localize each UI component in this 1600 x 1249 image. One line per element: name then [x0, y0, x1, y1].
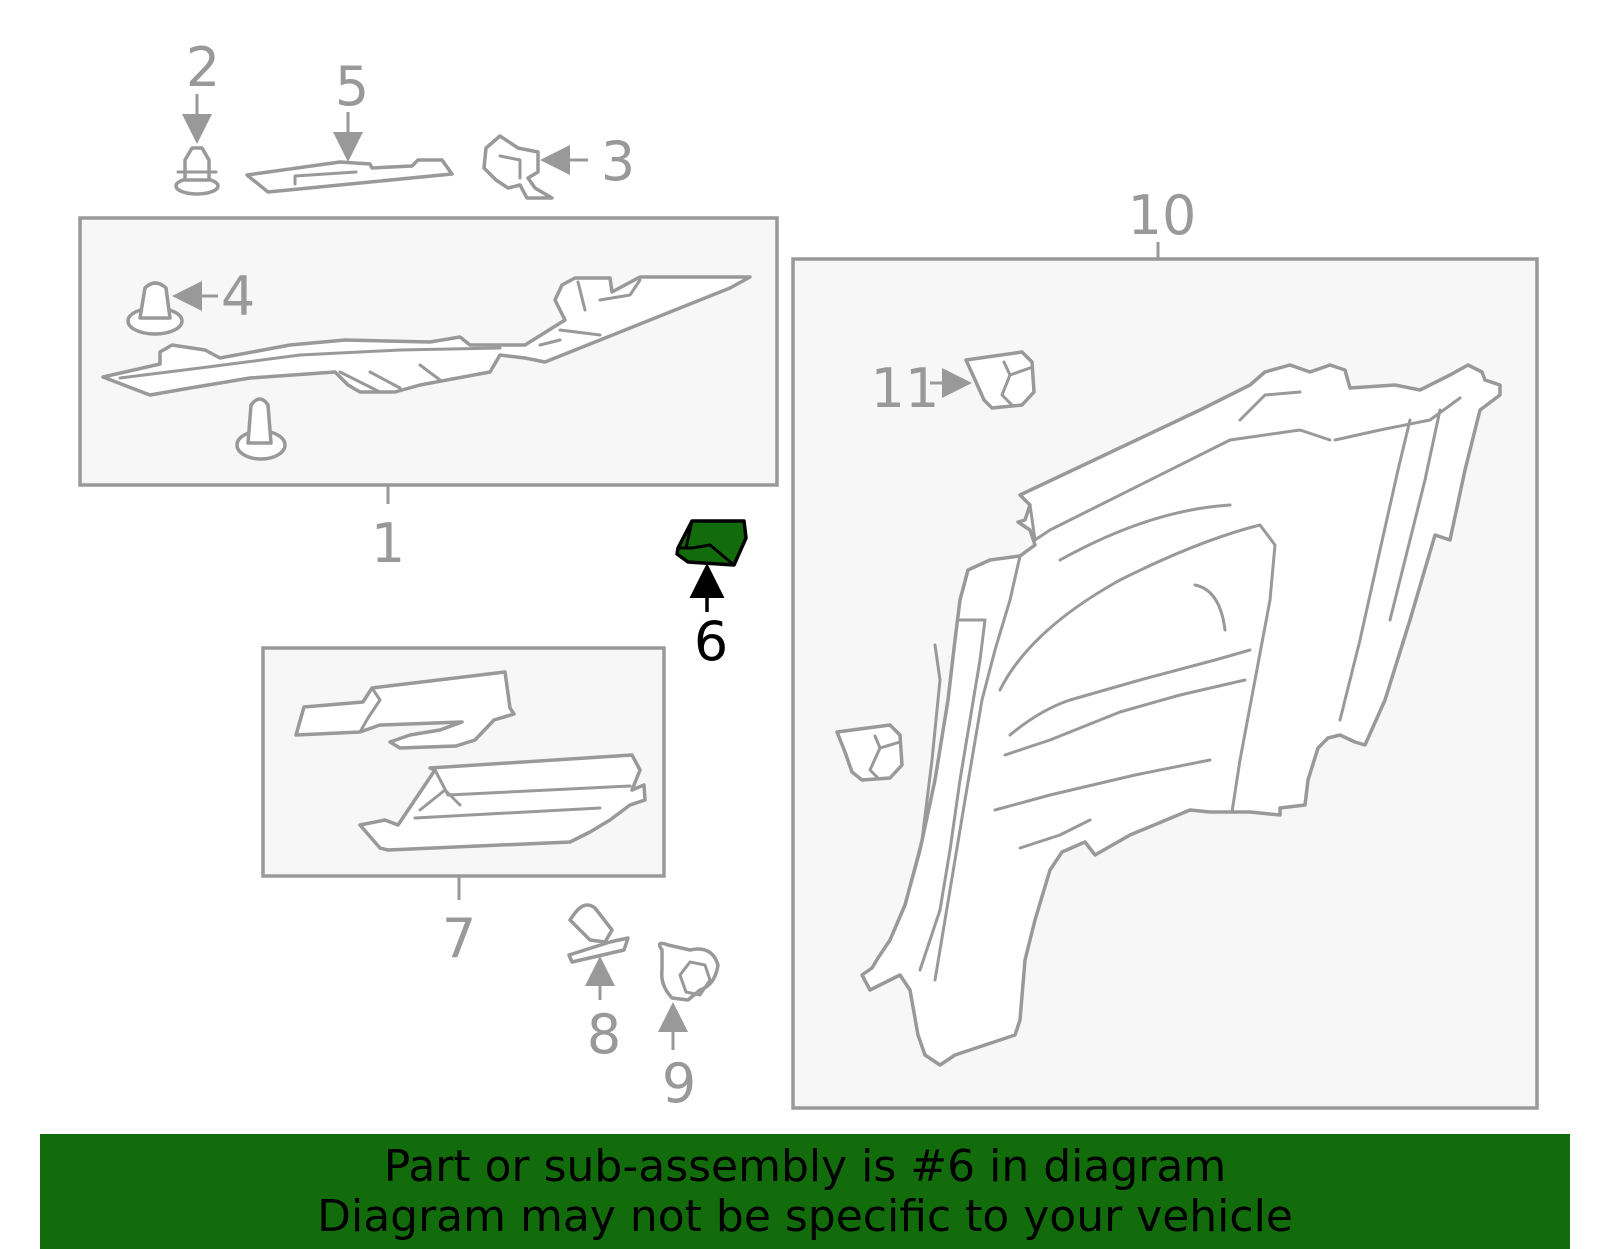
push-pin-icon[interactable]	[235, 397, 287, 461]
banner-line-2: Diagram may not be specific to your vehi…	[317, 1191, 1293, 1242]
callout-2[interactable]: 2	[186, 36, 220, 99]
callout-3[interactable]: 3	[601, 130, 635, 193]
clip-4-icon[interactable]	[126, 281, 184, 336]
callout-9[interactable]: 9	[662, 1052, 696, 1115]
callout-4[interactable]: 4	[221, 265, 255, 328]
callout-11[interactable]: 11	[871, 357, 940, 420]
callout-8[interactable]: 8	[587, 1003, 621, 1066]
clip-11-icon[interactable]	[964, 350, 1036, 410]
lower-trim-upper-piece-icon[interactable]	[294, 670, 516, 750]
callout-7[interactable]: 7	[442, 907, 476, 970]
highlighted-part-6-icon[interactable]	[675, 519, 748, 567]
callout-6[interactable]: 6	[694, 610, 728, 673]
retainer-3-icon[interactable]	[482, 134, 554, 200]
push-nut-9-icon[interactable]	[657, 941, 720, 1002]
clip-2-icon[interactable]	[174, 146, 220, 196]
upper-trim-panel-icon[interactable]	[101, 275, 752, 397]
callout-5[interactable]: 5	[335, 55, 369, 118]
lower-trim-lower-piece-icon[interactable]	[358, 753, 647, 852]
clip-icon[interactable]	[835, 723, 904, 782]
info-banner: Part or sub-assembly is #6 in diagram Di…	[40, 1134, 1570, 1249]
quarter-trim-panel-icon[interactable]	[860, 363, 1502, 1067]
bracket-5-icon[interactable]	[245, 158, 454, 194]
clip-8-icon[interactable]	[567, 903, 630, 964]
callout-1[interactable]: 1	[371, 512, 405, 575]
banner-line-1: Part or sub-assembly is #6 in diagram	[383, 1141, 1227, 1192]
callout-10[interactable]: 10	[1128, 184, 1197, 247]
